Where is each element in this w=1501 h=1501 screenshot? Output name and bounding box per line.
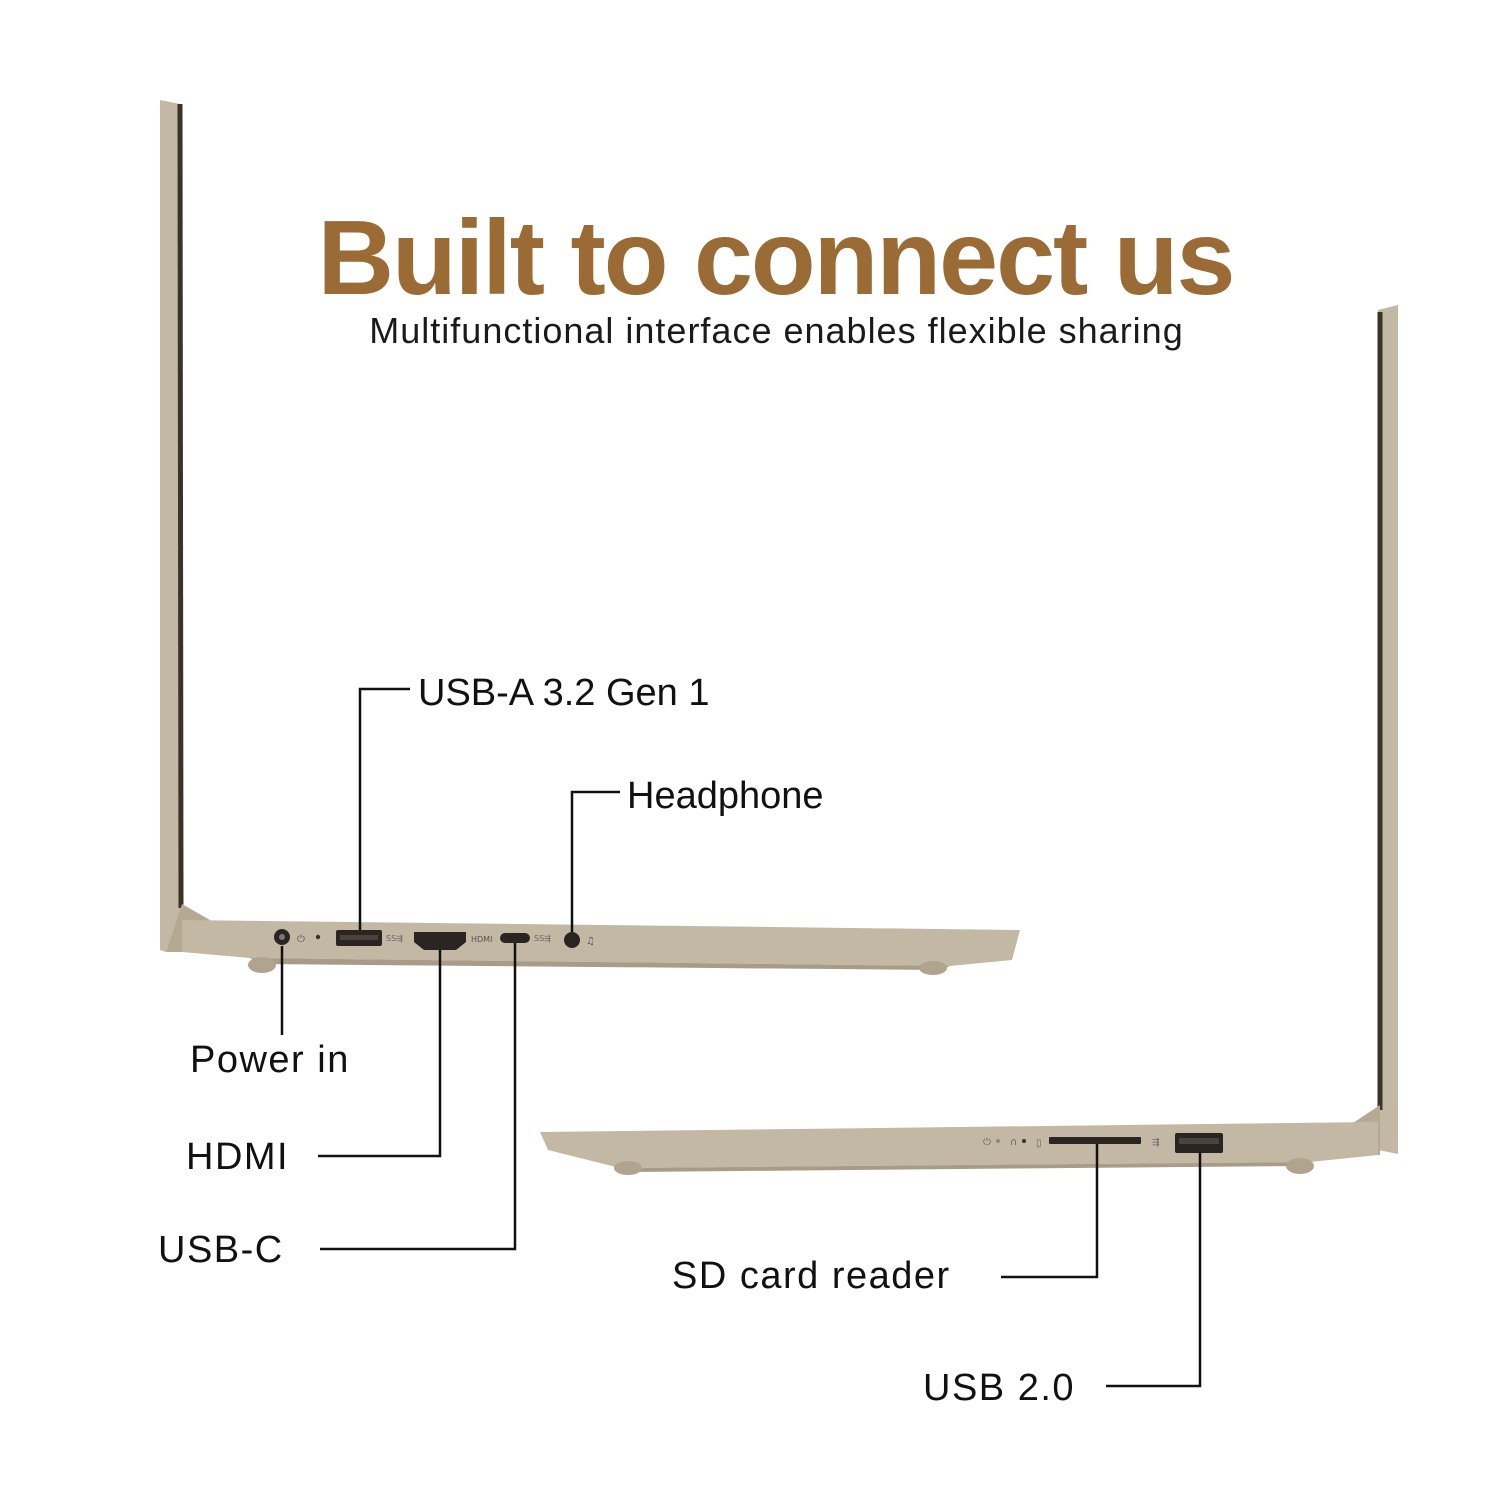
power-port-pin-icon [279,934,285,940]
left-laptop: ⏻ SS⇶ HDMI SS⇶ ♫ [160,100,1020,975]
usb-c-ss-symbol-icon: SS⇶ [534,934,551,943]
sd-symbol-icon: ▯ [1036,1138,1042,1149]
sd-card-leader-line [1001,1144,1099,1279]
sd-card-reader-label: SD card reader [672,1255,951,1297]
left-laptop-base-bottom [250,958,950,970]
headphone-leader-line [570,790,620,932]
usb-c-leader-line [320,943,517,1251]
usb-a-leader-line [358,687,410,930]
page-subtitle: Multifunctional interface enables flexib… [369,310,1184,351]
hdmi-port-icon [414,932,466,950]
power-symbol-icon: ⏻ [297,934,305,945]
usb-2-port-tongue-icon [1179,1138,1219,1144]
left-laptop-foot [919,961,947,975]
usb-2-leader-line [1106,1153,1202,1388]
leader-lines [280,687,1202,1388]
hdmi-label: HDMI [186,1136,290,1178]
right-laptop-lid [1378,305,1398,1154]
usb-symbol-icon: ⇶ [1152,1137,1160,1148]
status-led-icon [315,934,321,940]
sd-card-slot-icon [1049,1137,1141,1144]
left-laptop-foot [248,957,276,973]
headphone-symbol-icon: ♫ [586,936,595,947]
usb-ss-symbol-icon: SS⇶ [386,934,403,943]
left-laptop-lid [160,100,182,952]
power-in-label: Power in [190,1039,350,1081]
right-laptop-foot [1286,1158,1314,1174]
right-laptop-base-bottom [620,1162,1310,1172]
usb-c-label: USB-C [158,1229,284,1271]
headphone-jack-icon [564,932,580,948]
left-laptop-bezel [177,103,184,909]
usb-a-label: USB-A 3.2 Gen 1 [418,672,710,714]
left-laptop-base [182,920,1020,966]
right-laptop: ⏻ ∩ ▯ ⇶ [540,305,1398,1175]
power-indicator-icon: ⏻ [983,1137,991,1148]
usb-2-label: USB 2.0 [923,1367,1076,1409]
headphone-label: Headphone [627,775,824,817]
mic-symbol-icon: ∩ [1010,1137,1017,1148]
right-laptop-base [540,1122,1378,1168]
hdmi-leader-line [318,950,442,1158]
right-laptop-foot [614,1161,642,1175]
page-title: Built to connect us [317,199,1236,317]
usb-a-port-tongue-icon [340,935,378,940]
hdmi-marking: HDMI [471,935,492,944]
charge-led-icon [996,1139,1000,1143]
usb-c-port-icon [500,933,530,943]
status-led-icon [1022,1139,1026,1143]
